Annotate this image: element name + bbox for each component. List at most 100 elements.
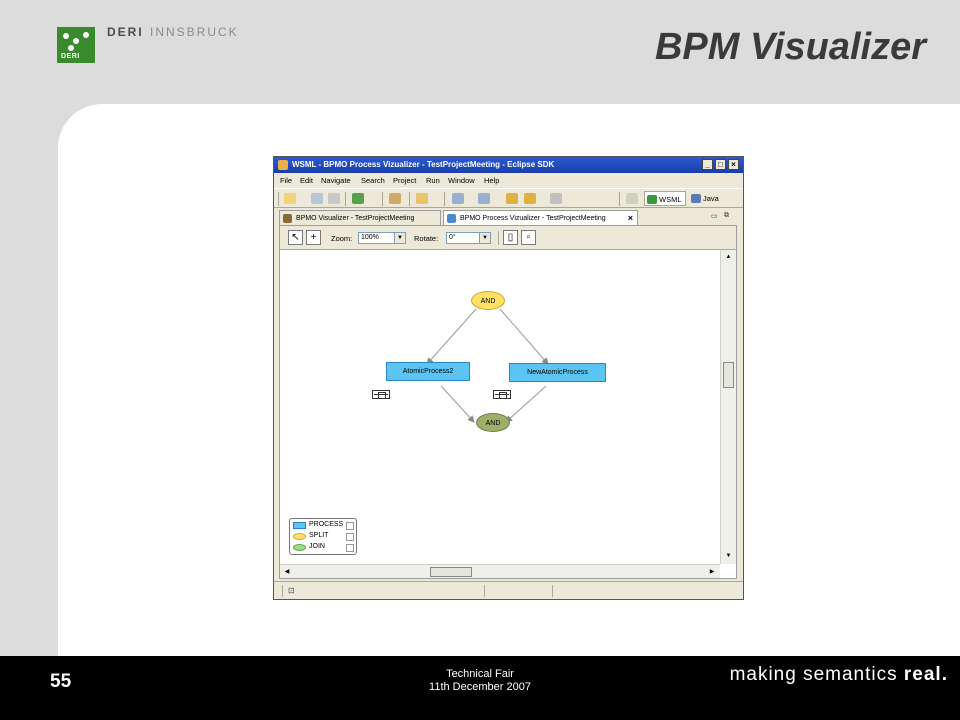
scroll-left-icon[interactable]: ◀ xyxy=(284,569,290,575)
new-icon[interactable] xyxy=(284,193,296,204)
legend-label: PROCESS xyxy=(309,521,344,528)
vertical-scroll-thumb[interactable] xyxy=(723,362,734,388)
slide-footer xyxy=(0,656,960,720)
wsml-perspective-icon xyxy=(647,195,657,204)
save-icon[interactable] xyxy=(311,193,323,204)
status-separator xyxy=(484,585,485,597)
toolbar-separator xyxy=(345,192,346,206)
diagram-edges xyxy=(426,308,549,423)
annotation-next-icon[interactable] xyxy=(452,193,464,204)
menu-edit[interactable]: Edit xyxy=(300,176,313,185)
scroll-down-icon[interactable]: ▼ xyxy=(725,553,732,559)
join-node[interactable]: AND xyxy=(476,413,510,432)
rotate-select[interactable]: 0° ▼ xyxy=(446,232,491,244)
annotation-prev-icon[interactable] xyxy=(478,193,490,204)
legend-toggle-join[interactable] xyxy=(346,544,354,552)
menu-search[interactable]: Search xyxy=(361,176,385,185)
add-tool-button[interactable]: + xyxy=(306,230,321,245)
split-node[interactable]: AND xyxy=(471,291,505,310)
legend-toggle-split[interactable] xyxy=(346,533,354,541)
tab-bpmo-visualizer[interactable]: BPMO Visualizer - TestProjectMeeting xyxy=(279,210,441,225)
vertical-scrollbar[interactable]: ▲ ▼ xyxy=(720,250,736,564)
toolbar-separator xyxy=(444,192,445,206)
footer-line-2: 11th December 2007 xyxy=(429,681,531,693)
process-swatch xyxy=(293,522,306,529)
edge-split-to-process2 xyxy=(499,308,549,365)
forward-icon[interactable] xyxy=(550,193,562,204)
perspective-java-label: Java xyxy=(703,194,719,203)
process-editor: ↖ + Zoom: 100% ▼ Rotate: 0° ▼ ▯ ▫ xyxy=(279,225,737,579)
print-icon[interactable] xyxy=(328,193,340,204)
open-type-icon[interactable] xyxy=(416,193,428,204)
diagram-canvas[interactable]: AND AtomicProcess2 NewAtomicProcess AND … xyxy=(280,250,736,578)
fast-view-icon[interactable]: ⊡ xyxy=(288,586,295,595)
subprocess-icon[interactable] xyxy=(372,390,390,399)
toolbar-separator xyxy=(409,192,410,206)
zoom-select[interactable]: 100% ▼ xyxy=(358,232,406,244)
tab-close-icon[interactable]: × xyxy=(627,213,633,223)
footer-event: Technical Fair 11th December 2007 xyxy=(400,668,560,694)
select-tool-button[interactable]: ↖ xyxy=(288,230,303,245)
perspective-java[interactable]: Java xyxy=(689,191,725,206)
run-icon[interactable] xyxy=(352,193,364,204)
tab-bpmo-process-vizualizer[interactable]: BPMO Process Vizualizer - TestProjectMee… xyxy=(443,210,638,225)
horizontal-scroll-thumb[interactable] xyxy=(430,567,472,577)
legend-item-split: SPLIT xyxy=(293,531,328,541)
open-perspective-icon[interactable] xyxy=(626,193,638,204)
maximize-view-icon[interactable]: ⧉ xyxy=(724,212,729,219)
split-swatch xyxy=(293,533,306,540)
logo-deri-text: DERI xyxy=(107,25,144,39)
page-view-icon[interactable]: ▯ xyxy=(503,230,518,245)
zoom-value: 100% xyxy=(361,234,379,241)
minimize-button[interactable]: _ xyxy=(702,159,713,170)
process-node-newatomicprocess[interactable]: NewAtomicProcess xyxy=(509,363,606,382)
menu-navigate[interactable]: Navigate xyxy=(321,176,351,185)
menu-run[interactable]: Run xyxy=(426,176,440,185)
subprocess-icon[interactable] xyxy=(493,390,511,399)
java-perspective-icon xyxy=(691,194,701,203)
menu-file[interactable]: File xyxy=(280,176,293,185)
last-edit-icon[interactable] xyxy=(506,193,518,204)
menu-project[interactable]: Project xyxy=(393,176,417,185)
scroll-right-icon[interactable]: ▶ xyxy=(709,569,715,575)
tagline-bold: real. xyxy=(903,664,948,685)
maximize-button[interactable]: □ xyxy=(715,159,726,170)
back-icon[interactable] xyxy=(524,193,536,204)
diagram-legend: PROCESS SPLIT JOIN xyxy=(289,518,357,555)
deri-logo-icon: DERI xyxy=(57,27,95,63)
slide-number: 55 xyxy=(50,671,72,692)
eclipse-app-icon xyxy=(278,160,288,170)
tab-label: BPMO Process Vizualizer - TestProjectMee… xyxy=(460,215,606,222)
process-node-atomicprocess2[interactable]: AtomicProcess2 xyxy=(386,362,470,381)
legend-toggle-process[interactable] xyxy=(346,522,354,530)
bpmo-file-icon xyxy=(283,214,292,223)
scroll-up-icon[interactable]: ▲ xyxy=(725,254,732,260)
footer-line-1: Technical Fair xyxy=(446,668,514,680)
toolbar-separator xyxy=(619,192,620,206)
tab-label: BPMO Visualizer - TestProjectMeeting xyxy=(296,215,415,222)
bpmo-process-icon xyxy=(447,214,456,223)
tagline-prefix: making semantics xyxy=(729,664,904,685)
perspective-wsml-label: WSML xyxy=(659,195,682,204)
minimize-view-icon[interactable]: ▭ xyxy=(711,213,718,220)
close-window-button[interactable]: × xyxy=(728,159,739,170)
horizontal-scrollbar[interactable]: ◀ ▶ xyxy=(280,564,720,578)
toolbar-separator xyxy=(382,192,383,206)
wand-icon[interactable] xyxy=(389,193,401,204)
page-fit-icon[interactable]: ▫ xyxy=(521,230,536,245)
chevron-down-icon: ▼ xyxy=(479,233,490,243)
chevron-down-icon: ▼ xyxy=(394,233,405,243)
menu-window[interactable]: Window xyxy=(448,176,475,185)
logo-innsbruck-text: INNSBRUCK xyxy=(150,25,239,39)
legend-item-join: JOIN xyxy=(293,542,325,552)
legend-item-process: PROCESS xyxy=(293,520,343,530)
rotate-value: 0° xyxy=(449,234,456,241)
menu-help[interactable]: Help xyxy=(484,176,500,185)
perspective-wsml[interactable]: WSML xyxy=(644,191,686,206)
eclipse-window: WSML - BPMO Process Vizualizer - TestPro… xyxy=(273,156,744,600)
window-title: WSML - BPMO Process Vizualizer - TestPro… xyxy=(292,160,555,169)
edge-process1-to-join xyxy=(440,385,475,423)
zoom-label: Zoom: xyxy=(331,234,353,243)
slide-title: BPM Visualizer xyxy=(654,26,926,68)
window-titlebar[interactable]: WSML - BPMO Process Vizualizer - TestPro… xyxy=(274,157,743,173)
